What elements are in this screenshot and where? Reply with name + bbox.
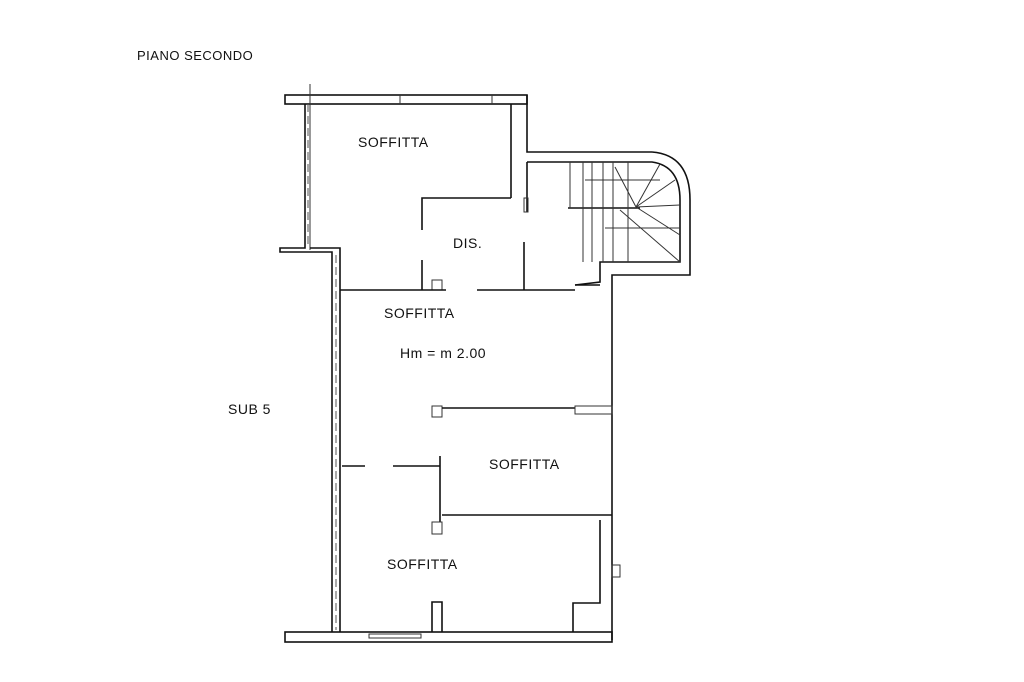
room-height-note: Hm = m 2.00 <box>400 345 487 361</box>
unit-label: SUB 5 <box>228 401 271 417</box>
floor-title: PIANO SECONDO <box>137 48 254 63</box>
room-label: SOFFITTA <box>358 134 429 150</box>
inner-walls <box>340 197 613 632</box>
room-label: SOFFITTA <box>387 556 458 572</box>
outer-walls <box>279 84 691 643</box>
room-label: SOFFITTA <box>384 305 455 321</box>
staircase <box>568 162 681 263</box>
room-label: DIS. <box>453 235 483 251</box>
room-label: SOFFITTA <box>489 456 560 472</box>
